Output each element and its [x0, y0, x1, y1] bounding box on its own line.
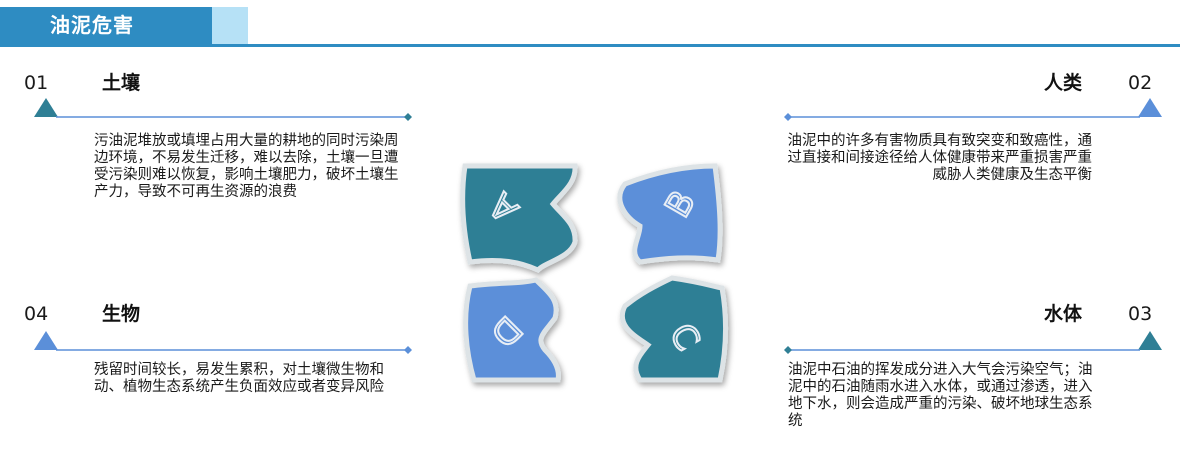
diamond-marker-02 [784, 113, 792, 121]
section-number-03: 03 [1128, 303, 1153, 325]
diamond-marker-03 [784, 346, 792, 354]
section-title-water: 水体 [1044, 303, 1083, 325]
section-number-01: 01 [24, 72, 49, 94]
puzzle-piece-d [463, 277, 561, 383]
section-title-biology: 生物 [102, 303, 141, 325]
section-number-02: 02 [1128, 72, 1153, 94]
triangle-marker-02 [1138, 98, 1162, 117]
section-title-humans: 人类 [1044, 72, 1083, 94]
section-text-water: 油泥中石油的挥发成分进入大气会污染空气；油泥中的石油随雨水进入水体，或通过渗透，… [788, 362, 1093, 429]
header-accent [212, 7, 248, 44]
section-number-04: 04 [24, 303, 49, 325]
section-text-soil: 污油泥堆放或填埋占用大量的耕地的同时污染周边环境，不易发生迁移，难以去除，土壤一… [94, 133, 399, 200]
triangle-marker-04 [34, 331, 58, 350]
puzzle-piece-a [460, 163, 578, 274]
triangle-marker-01 [34, 98, 58, 117]
diamond-marker-04 [404, 346, 412, 354]
puzzle-piece-c [620, 275, 729, 383]
section-text-biology: 残留时间较长，易发生累积，对土壤微生物和动、植物生态系统产生负面效应或者变异风险 [94, 362, 384, 395]
header-bar [0, 7, 212, 44]
triangle-marker-03 [1138, 331, 1162, 350]
page-title: 油泥危害 [50, 13, 134, 37]
puzzle-piece-b [617, 163, 723, 265]
header-underline [0, 44, 1180, 47]
section-text-humans: 油泥中的许多有害物质具有致突变和致癌性，通过直接和间接途径给人体健康带来严重损害… [787, 133, 1093, 183]
diamond-marker-01 [404, 113, 412, 121]
section-title-soil: 土壤 [102, 72, 141, 94]
